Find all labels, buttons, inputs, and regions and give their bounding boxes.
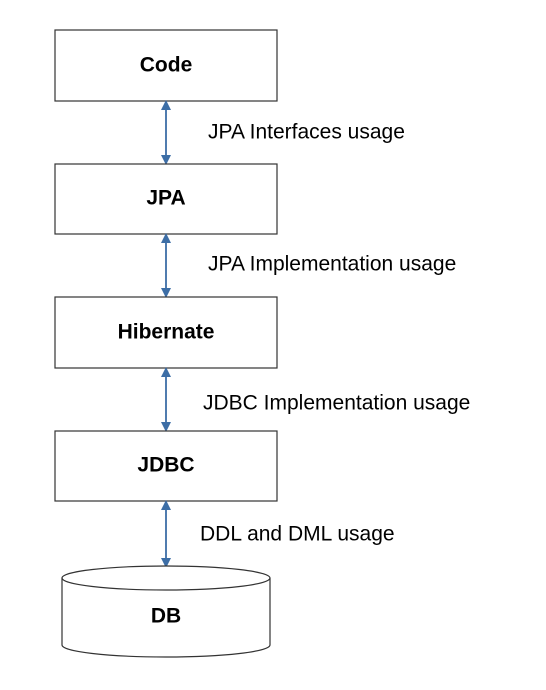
node-jpa: JPA <box>54 163 278 235</box>
node-code-label: Code <box>140 54 193 77</box>
node-code: Code <box>54 29 278 102</box>
edge-hibernate-jdbc: JDBC Implementation usage <box>161 367 470 432</box>
node-jdbc-label: JDBC <box>137 454 194 477</box>
edge-jdbc-db-label: DDL and DML usage <box>200 523 395 546</box>
node-hibernate: Hibernate <box>54 296 278 369</box>
edge-jdbc-db: DDL and DML usage <box>161 500 395 568</box>
node-db-label: DB <box>151 605 181 628</box>
node-db: DB <box>61 565 271 658</box>
node-jdbc: JDBC <box>54 430 278 502</box>
db-cylinder-icon <box>61 578 271 658</box>
edge-code-jpa-label: JPA Interfaces usage <box>208 121 405 144</box>
db-cylinder-top <box>61 565 271 591</box>
edge-code-jpa: JPA Interfaces usage <box>161 100 405 165</box>
edge-jpa-hibernate: JPA Implementation usage <box>161 233 456 298</box>
edge-jpa-hibernate-label: JPA Implementation usage <box>208 253 456 276</box>
node-jpa-label: JPA <box>146 187 185 210</box>
edge-hibernate-jdbc-label: JDBC Implementation usage <box>203 392 470 415</box>
node-hibernate-label: Hibernate <box>118 321 215 344</box>
